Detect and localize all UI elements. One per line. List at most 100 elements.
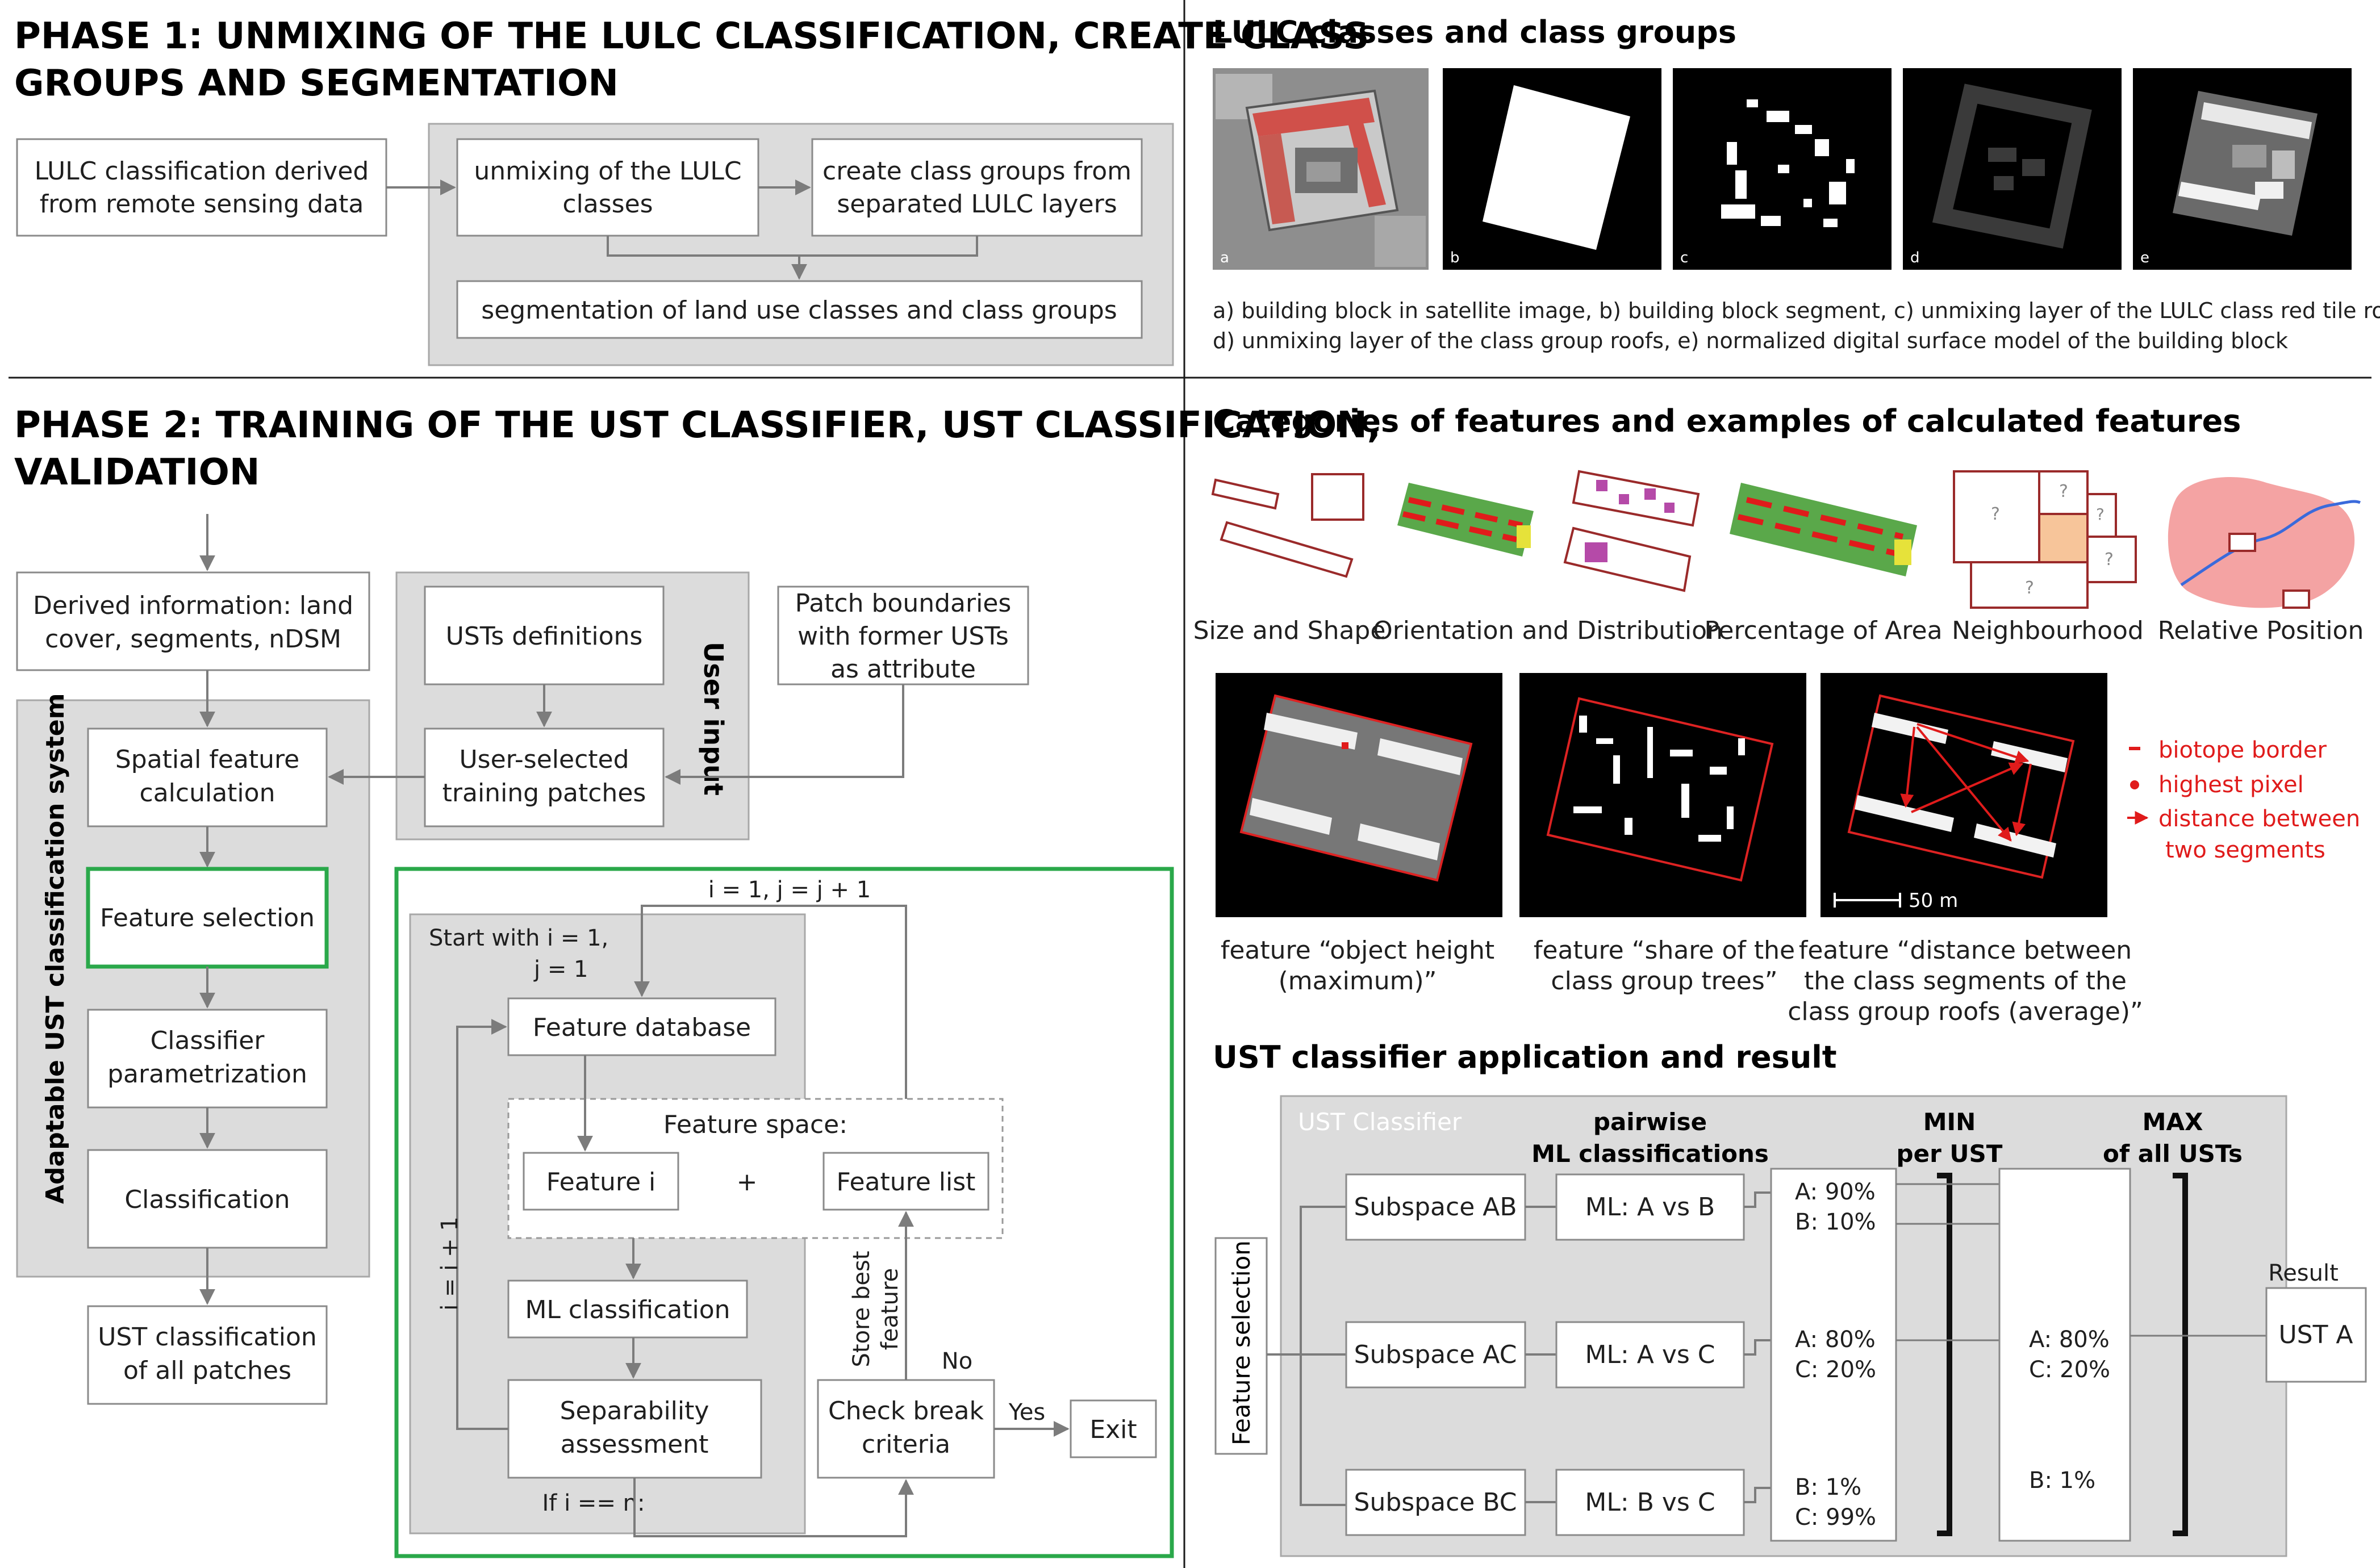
feature-i-label: Feature i [546,1168,655,1197]
store-best-line2: feature [877,1268,903,1350]
spatial-line2: calculation [140,779,275,808]
image-b-segment: b [1443,68,1661,270]
usts-definitions-box [424,586,665,685]
min-result-column [1998,1168,2131,1542]
user-selected-line1: User-selected [459,745,629,774]
subspace-ab-box [1345,1173,1526,1241]
feature-selection-box [86,867,329,969]
example-object-height [1216,673,1502,917]
check-break-line1: Check break [828,1396,984,1425]
image-b-letter: b [1450,249,1460,266]
features-panel-title: Categories of features and examples of c… [1213,403,2241,439]
ml-ab-label: ML: A vs B [1585,1193,1715,1222]
usts-definitions-label: USTs definitions [446,622,643,651]
class-groups-box [811,138,1143,237]
phase2-title-line1: PHASE 2: TRAINING OF THE UST CLASSIFIER,… [14,404,1381,446]
phase2-title-line2: VALIDATION [14,451,260,494]
phase2-section: PHASE 2: TRAINING OF THE UST CLASSIFIER,… [14,404,1381,1405]
class-groups-line1: create class groups from [822,157,1131,186]
neighbourhood-icon: ? ? ? ? ? [1953,470,2137,609]
lulc-panel: LULC classes and class groups a b [1213,14,2380,353]
feature-selection-loop: Start with i = 1, j = 1 i = 1, j = j + 1… [394,867,1174,1558]
result-box [2265,1287,2367,1383]
yes-label: Yes [1008,1399,1046,1425]
adaptable-system-label: Adaptable UST classification system [41,693,70,1204]
min-ac-a: A: 80% [2029,1327,2110,1353]
no-label: No [942,1348,972,1374]
size-shape-icon [1211,473,1364,578]
neighbour-question-4: ? [2105,550,2114,570]
example-legend: biotope border highest pixel distance be… [2127,737,2360,863]
feature-list-box [822,1152,989,1211]
user-selected-line2: training patches [442,779,646,808]
ml-ac-label: ML: A vs C [1585,1340,1715,1369]
prob-ac-a: A: 80% [1795,1327,1876,1353]
separability-line1: Separability [560,1396,709,1425]
subspace-ac-box [1345,1321,1526,1389]
classifier-line2: parametrization [107,1060,307,1089]
ml-bc-label: ML: B vs C [1585,1488,1715,1517]
lulc-caption-line1: a) building block in satellite image, b)… [1213,298,2380,323]
min-bracket [1937,1173,1952,1536]
category-size-shape: Size and Shape [1193,616,1386,645]
subspace-ab-label: Subspace AB [1354,1193,1517,1222]
min-bc-b: B: 1% [2029,1467,2095,1494]
col-max-line2: of all USTs [2103,1140,2243,1168]
connector-to-segmentation [607,236,978,257]
col-min-line2: per UST [1897,1140,2003,1168]
legend-distance-line1: distance between [2158,806,2360,832]
lulc-caption-line2: d) unmixing layer of the class group roo… [1213,328,2288,353]
phase1-title-line1: PHASE 1: UNMIXING OF THE LULC CLASSIFICA… [14,15,1369,57]
image-a-letter: a [1220,249,1229,266]
subspace-ac-label: Subspace AC [1354,1340,1517,1369]
image-e-letter: e [2140,249,2149,266]
lulc-source-line1: LULC classification derived [35,157,369,186]
orientation-distribution-icon [1397,470,1700,592]
loop-top-label: i = 1, j = j + 1 [708,877,871,903]
classification-label: Classification [124,1185,290,1214]
example1-caption-line2: (maximum)” [1279,967,1437,996]
feature-selection-label: Feature selection [100,904,315,933]
segmentation-box [456,280,1143,339]
segmentation-label: segmentation of land use classes and cla… [481,296,1117,325]
category-percentage: Percentage of Area [1704,616,1942,645]
scale-label: 50 m [1909,889,1958,912]
if-n-label: If i == n: [542,1490,645,1516]
prob-ac-c: C: 20% [1795,1357,1876,1383]
example-distance-segments: 50 m [1821,673,2107,917]
image-d-roofs: d [1903,68,2122,270]
user-input-label: User input [698,642,729,796]
arrow-patch-to-selected [665,684,904,785]
image-c-letter: c [1680,249,1688,266]
loop-start-line2: j = 1 [533,956,588,982]
legend-highest-pixel: highest pixel [2158,772,2304,798]
phase1-title-line2: GROUPS AND SEGMENTATION [14,62,619,104]
ust-all-box [87,1305,328,1405]
result-label: Result [2268,1260,2339,1286]
example1-caption-line1: feature “object height [1221,936,1494,965]
col-max-line1: MAX [2143,1108,2203,1136]
feature-database-label: Feature database [533,1013,751,1042]
col-pairwise-line1: pairwise [1593,1108,1707,1136]
arrow-loop-back [634,905,907,1178]
feature-selection-vertical-label: Feature selection [1227,1240,1255,1445]
arrow-i-increment [456,1019,508,1430]
prob-bc-c: C: 99% [1795,1504,1876,1531]
percentage-area-icon [1730,483,1917,576]
classifier-param-box [87,1009,328,1109]
ml-ac-box [1555,1321,1745,1389]
ml-classification-box [507,1280,748,1339]
example2-caption-line2: class group trees” [1551,967,1777,996]
image-c-unmixing: c [1673,68,1892,270]
legend-distance-line2: two segments [2165,837,2325,863]
neighbour-question-5: ? [2025,578,2034,598]
relative-position-icon [2168,477,2361,609]
plus-sign: + [737,1168,758,1197]
feature-list-label: Feature list [837,1168,976,1197]
classification-box [87,1149,328,1249]
loop-start-line1: Start with i = 1, [429,925,608,951]
example-share-trees [1519,673,1806,917]
example2-caption-line1: feature “share of the [1534,936,1795,965]
spatial-line1: Spatial feature [115,745,299,774]
